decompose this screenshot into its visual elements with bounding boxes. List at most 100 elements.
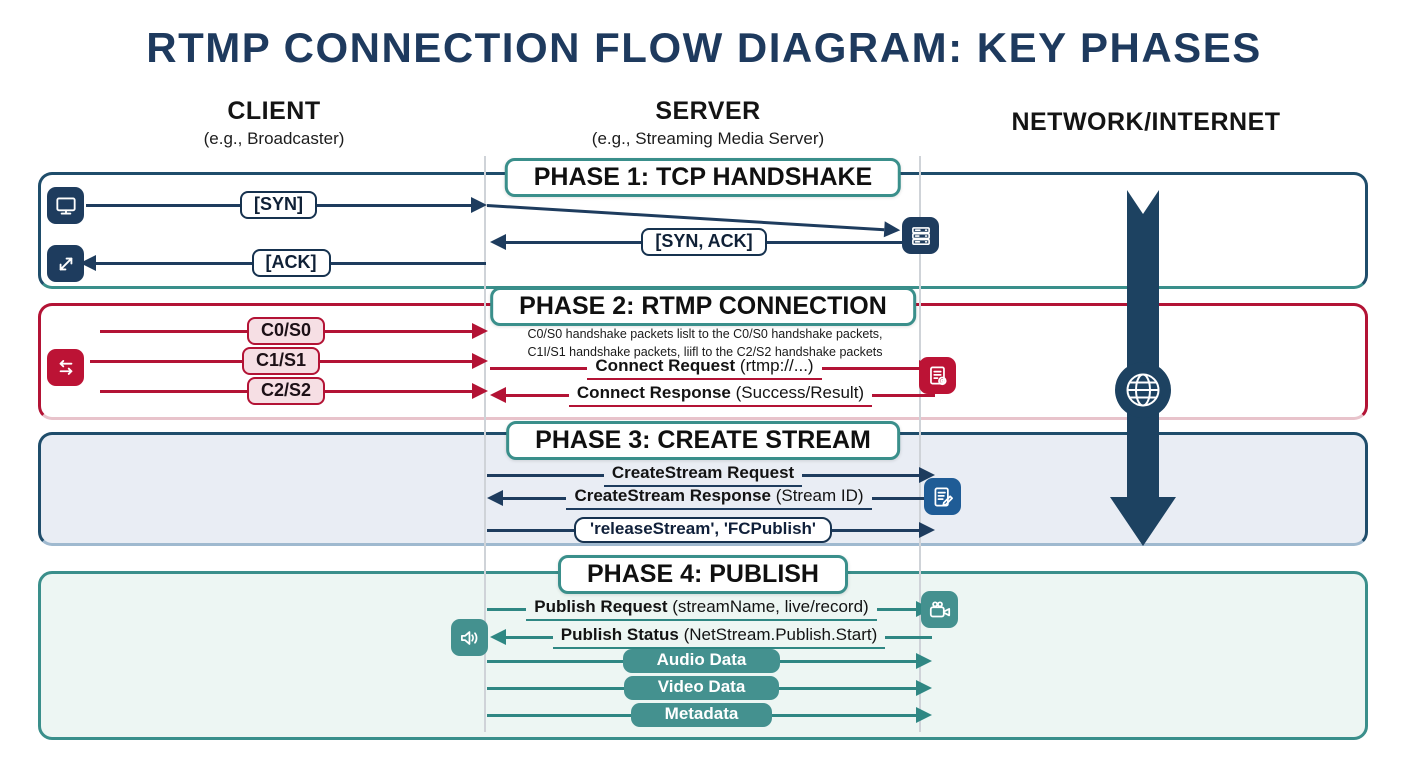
syn-ack-label: [SYN, ACK] bbox=[641, 228, 767, 256]
transfer-arrows-icon bbox=[47, 349, 84, 386]
c0s0-arrow: C0/S0 bbox=[100, 317, 488, 345]
publish-status-detail: (NetStream.Publish.Start) bbox=[678, 625, 878, 645]
client-label: CLIENT bbox=[227, 97, 321, 125]
arrowhead-right bbox=[472, 383, 488, 399]
handshake-note: C0/S0 handshake packets lislt to the C0/… bbox=[490, 326, 920, 361]
client-lifeline bbox=[484, 156, 486, 732]
video-camera-icon bbox=[921, 591, 958, 628]
arrow-line bbox=[325, 329, 472, 333]
connect-response-bold: Connect Response bbox=[576, 383, 731, 403]
syn-label: [SYN] bbox=[240, 191, 317, 219]
arrow-line bbox=[885, 635, 933, 639]
arrowhead-left bbox=[80, 255, 96, 271]
audio-data-arrow: Audio Data bbox=[487, 648, 933, 674]
client-sublabel: (e.g., Broadcaster) bbox=[203, 129, 345, 148]
arrow-line bbox=[100, 329, 247, 333]
arrow-line bbox=[766, 240, 902, 244]
audio-data-label: Audio Data bbox=[622, 649, 781, 673]
createstream-request-bold: CreateStream Request bbox=[611, 463, 795, 483]
arrow-line bbox=[487, 659, 623, 663]
arrow-line bbox=[90, 359, 242, 363]
document-edit-icon bbox=[924, 478, 961, 515]
arrow-line bbox=[503, 496, 567, 500]
arrow-line bbox=[772, 713, 916, 717]
createstream-response-arrow: CreateStream Response (Stream ID) bbox=[487, 485, 935, 511]
speaker-icon bbox=[451, 619, 488, 656]
arrow-line bbox=[872, 393, 935, 397]
page-title: RTMP CONNECTION FLOW DIAGRAM: KEY PHASES bbox=[146, 24, 1262, 71]
arrow-line bbox=[86, 203, 240, 207]
monitor-icon bbox=[47, 187, 84, 224]
connect-response-label: Connect Response (Success/Result) bbox=[568, 383, 873, 407]
connect-response-detail: (Success/Result) bbox=[730, 383, 865, 403]
releasestream-label: 'releaseStream', 'FCPublish' bbox=[574, 517, 832, 543]
arrow-line bbox=[506, 393, 569, 397]
phase3-title: PHASE 3: CREATE STREAM bbox=[506, 421, 900, 460]
network-label: NETWORK/INTERNET bbox=[1011, 108, 1281, 136]
connect-response-arrow: Connect Response (Success/Result) bbox=[490, 382, 935, 408]
publish-status-arrow: Publish Status (NetStream.Publish.Start) bbox=[490, 624, 933, 650]
arrow-line bbox=[802, 473, 920, 477]
phase4-title: PHASE 4: PUBLISH bbox=[558, 555, 848, 594]
connect-request-detail: (rtmp://...) bbox=[735, 356, 814, 376]
arrow-line bbox=[821, 366, 919, 370]
c2s2-label: C2/S2 bbox=[246, 377, 326, 405]
phase1-title: PHASE 1: TCP HANDSHAKE bbox=[504, 158, 902, 197]
column-header-server: SERVER (e.g., Streaming Media Server) bbox=[548, 97, 868, 149]
arrow-line bbox=[487, 473, 604, 477]
publish-request-label: Publish Request (streamName, live/record… bbox=[526, 597, 877, 621]
handshake-note-line1: C0/S0 handshake packets lislt to the C0/… bbox=[527, 327, 883, 341]
syn-arrow: [SYN] bbox=[86, 191, 487, 219]
connect-request-label: Connect Request (rtmp://...) bbox=[587, 356, 822, 380]
arrow-line bbox=[330, 261, 486, 265]
publish-status-label: Publish Status (NetStream.Publish.Start) bbox=[552, 625, 886, 649]
arrow-line bbox=[487, 528, 575, 532]
c1s1-label: C1/S1 bbox=[241, 347, 321, 375]
arrowhead-left bbox=[487, 490, 503, 506]
releasestream-arrow: 'releaseStream', 'FCPublish' bbox=[487, 517, 935, 543]
arrow-line bbox=[487, 713, 631, 717]
arrowhead-left bbox=[490, 234, 506, 250]
arrow-line bbox=[506, 635, 553, 639]
arrowhead-right bbox=[916, 707, 932, 723]
c1s1-arrow: C1/S1 bbox=[90, 347, 488, 375]
server-sublabel: (e.g., Streaming Media Server) bbox=[591, 129, 825, 148]
column-header-client: CLIENT (e.g., Broadcaster) bbox=[114, 97, 434, 149]
arrow-line bbox=[779, 686, 916, 690]
document-badge-icon bbox=[919, 357, 956, 394]
createstream-request-arrow: CreateStream Request bbox=[487, 462, 936, 488]
arrow-line bbox=[100, 389, 247, 393]
arrow-line bbox=[780, 659, 917, 663]
createstream-response-bold: CreateStream Response bbox=[574, 486, 771, 506]
syn-ack-arrow: [SYN, ACK] bbox=[490, 228, 902, 256]
handshake-note-line2: C1I/S1 handshake packets, liifl to the C… bbox=[527, 344, 883, 359]
arrowhead-right bbox=[919, 522, 935, 538]
video-data-arrow: Video Data bbox=[487, 675, 932, 701]
publish-status-bold: Publish Status bbox=[560, 625, 679, 645]
phase2-title: PHASE 2: RTMP CONNECTION bbox=[490, 287, 916, 326]
connect-request-bold: Connect Request bbox=[595, 356, 736, 376]
arrowhead-right bbox=[472, 353, 488, 369]
arrow-line bbox=[487, 686, 624, 690]
arrow-line bbox=[325, 389, 472, 393]
arrowhead-right bbox=[916, 653, 933, 669]
video-data-label: Video Data bbox=[623, 676, 780, 700]
expand-arrows-icon bbox=[47, 245, 84, 282]
server-label: SERVER bbox=[655, 97, 761, 125]
arrowhead-left bbox=[490, 629, 506, 645]
globe-icon bbox=[1115, 362, 1171, 418]
column-header-network: NETWORK/INTERNET bbox=[966, 108, 1326, 137]
createstream-response-detail: (Stream ID) bbox=[770, 486, 864, 506]
arrowhead-right bbox=[472, 323, 488, 339]
arrow-line bbox=[876, 607, 916, 611]
c2s2-arrow: C2/S2 bbox=[100, 377, 488, 405]
arrow-line bbox=[317, 203, 471, 207]
publish-request-detail: (streamName, live/record) bbox=[667, 597, 869, 617]
network-down-arrow-icon bbox=[1110, 190, 1176, 546]
arrow-line bbox=[487, 607, 527, 611]
connect-request-arrow: Connect Request (rtmp://...) bbox=[490, 355, 935, 381]
createstream-response-label: CreateStream Response (Stream ID) bbox=[566, 486, 872, 510]
metadata-label: Metadata bbox=[630, 703, 773, 727]
arrow-line bbox=[506, 240, 642, 244]
